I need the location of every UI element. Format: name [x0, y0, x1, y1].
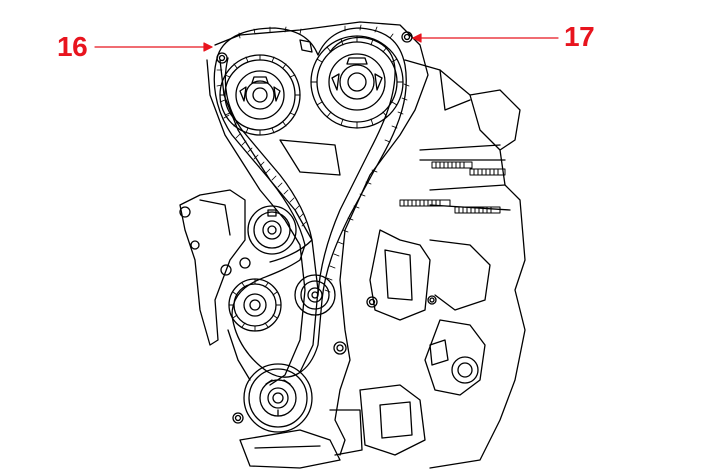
- stud: [399, 199, 451, 207]
- bolts: [216, 31, 437, 424]
- stud: [469, 168, 506, 176]
- timing-belt: [213, 24, 410, 378]
- engine-block: [239, 59, 526, 469]
- tensioner-pulley: [247, 205, 297, 255]
- cylinder-head-studs: [399, 161, 506, 214]
- bolt: [333, 341, 347, 355]
- bolt: [427, 295, 437, 305]
- right-camshaft-sprocket: [310, 35, 404, 129]
- bolt: [401, 31, 413, 43]
- cam-housing-wedge: [279, 39, 341, 176]
- arrow-16: [203, 42, 213, 52]
- left-camshaft-sprocket: [219, 54, 301, 136]
- stud: [431, 161, 473, 169]
- callout-leaders: [94, 33, 559, 52]
- stud: [454, 206, 501, 214]
- timing-cover-back-plate: [206, 21, 429, 456]
- callout-label-17: 17: [564, 21, 595, 52]
- bolt: [216, 52, 228, 64]
- crankshaft-pulley: [243, 363, 313, 433]
- callout-label-16: 16: [57, 31, 88, 62]
- bolt: [366, 296, 378, 308]
- arrow-17: [412, 33, 422, 43]
- bolt: [232, 412, 244, 424]
- idler-pulley: [294, 274, 336, 316]
- crankshaft-sprocket: [228, 278, 282, 332]
- left-bracket: [179, 189, 251, 346]
